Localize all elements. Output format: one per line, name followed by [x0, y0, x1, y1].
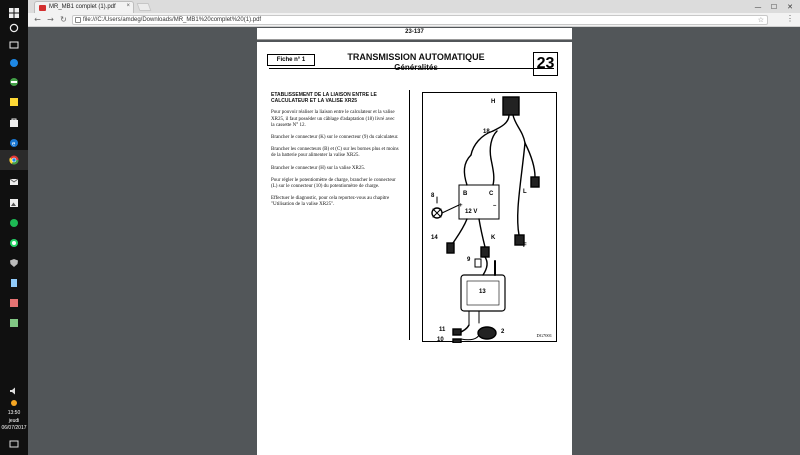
- document-subtitle: Généralités: [323, 63, 509, 72]
- app-icon-1[interactable]: [6, 56, 22, 70]
- svg-text:e: e: [12, 142, 16, 148]
- browser-tab[interactable]: MR_MB1 complet (1).pdf ×: [34, 1, 134, 13]
- clock-day[interactable]: jeudi: [8, 418, 20, 424]
- label-f: F: [523, 243, 527, 249]
- browser-toolbar: ← → ↻ file:///C:/Users/amdeg/Downloads/M…: [28, 13, 800, 27]
- store-icon[interactable]: [6, 116, 22, 130]
- wiring-diagram-drawing: [431, 96, 540, 344]
- instructions-text: ETABLISSEMENT DE LA LIAISON ENTRE LE CAL…: [271, 92, 399, 215]
- page-number: 23-137: [405, 29, 424, 35]
- paragraph: Pour régler le potentiomètre de charge, …: [271, 177, 396, 190]
- pdf-favicon-icon: [39, 5, 46, 11]
- address-bar[interactable]: file:///C:/Users/amdeg/Downloads/MR_MB1%…: [72, 15, 768, 25]
- whatsapp-icon[interactable]: [6, 236, 22, 250]
- clock-date[interactable]: 06/07/2017: [1, 425, 27, 431]
- task-view-icon[interactable]: [6, 38, 22, 52]
- address-text: file:///C:/Users/amdeg/Downloads/MR_MB1%…: [83, 17, 262, 23]
- windows-start-icon[interactable]: [6, 6, 22, 20]
- label-2: 2: [501, 329, 505, 335]
- file-icon: [75, 17, 81, 23]
- paragraph: Brancher le connecteur (K) sur le connec…: [271, 135, 399, 141]
- app-icon-3[interactable]: [6, 95, 22, 109]
- column-divider: [409, 90, 410, 340]
- wiring-diagram: H 18 B C + – 12 V L 8 F 14 K 9 13 11 2 1…: [422, 92, 557, 344]
- paragraph: Effectuer le diagnostic, pour cela repor…: [271, 196, 390, 208]
- document-title: TRANSMISSION AUTOMATIQUE: [347, 52, 485, 62]
- fiche-label: Fiche n° 1: [267, 54, 315, 66]
- paragraph: Pour pouvoir réaliser la liaison entre l…: [271, 110, 395, 128]
- reload-button[interactable]: ↻: [60, 15, 67, 24]
- close-window-button[interactable]: ✕: [787, 2, 793, 11]
- pdf-viewer[interactable]: 23-137 Fiche n° 1 TRANSMISSION AUTOMATIQ…: [28, 28, 800, 455]
- photos-icon[interactable]: [6, 196, 22, 210]
- label-h: H: [491, 99, 496, 105]
- section-number: 23: [533, 52, 558, 76]
- app-icon-4[interactable]: [6, 276, 22, 290]
- label-9: 9: [467, 257, 471, 263]
- minimize-button[interactable]: —: [754, 2, 762, 11]
- label-b: B: [463, 191, 468, 197]
- label-10: 10: [437, 337, 444, 343]
- clock-time[interactable]: 13:50: [7, 410, 21, 416]
- app-icon-5[interactable]: [6, 296, 22, 310]
- header-rule: [269, 68, 554, 69]
- defender-icon[interactable]: [6, 256, 22, 270]
- pdf-page: Fiche n° 1 TRANSMISSION AUTOMATIQUE Géné…: [257, 42, 572, 455]
- label-8: 8: [431, 193, 435, 199]
- spotify-icon[interactable]: [6, 216, 22, 230]
- paragraph: Brancher les connecteurs (B) et (C) sur …: [271, 147, 399, 159]
- windows-taskbar: e 13:50 jeudi 06/07/2017: [0, 0, 28, 455]
- notifications-icon[interactable]: [6, 437, 22, 451]
- bookmark-star-icon[interactable]: ☆: [757, 17, 764, 24]
- figure-reference: DG7001: [536, 333, 553, 338]
- label-k: K: [491, 235, 496, 241]
- language-icon[interactable]: [6, 396, 22, 410]
- previous-page: 23-137: [257, 28, 572, 40]
- tab-title: MR_MB1 complet (1).pdf: [49, 4, 116, 10]
- forward-button[interactable]: →: [47, 15, 54, 24]
- label-14: 14: [431, 235, 438, 241]
- label-18: 18: [483, 129, 490, 135]
- paragraph: Brancher le connecteur (H) sur la valise…: [271, 165, 366, 171]
- label-minus: –: [493, 203, 497, 209]
- app-icon-6[interactable]: [6, 316, 22, 330]
- cortana-icon[interactable]: [6, 21, 22, 35]
- mail-icon[interactable]: [6, 175, 22, 189]
- label-13: 13: [479, 289, 486, 295]
- edge-icon[interactable]: e: [6, 136, 22, 150]
- volume-icon[interactable]: [6, 384, 22, 398]
- title-bar: MR_MB1 complet (1).pdf × — ☐ ✕: [28, 0, 800, 13]
- label-plus: +: [459, 203, 463, 209]
- instructions-heading: ETABLISSEMENT DE LA LIAISON ENTRE LE CAL…: [271, 92, 377, 105]
- label-c: C: [489, 191, 494, 197]
- new-tab-button[interactable]: [136, 3, 152, 11]
- app-icon-2[interactable]: [6, 75, 22, 89]
- maximize-button[interactable]: ☐: [770, 2, 778, 11]
- browser-window: MR_MB1 complet (1).pdf × — ☐ ✕ ← → ↻ fil…: [28, 0, 800, 455]
- back-button[interactable]: ←: [34, 15, 41, 24]
- chrome-menu-icon[interactable]: ⋮: [786, 14, 794, 23]
- tab-close-icon[interactable]: ×: [126, 3, 130, 9]
- label-12v: 12 V: [465, 209, 478, 215]
- label-l: L: [523, 189, 527, 195]
- label-11: 11: [439, 327, 446, 333]
- chrome-icon[interactable]: [6, 153, 22, 167]
